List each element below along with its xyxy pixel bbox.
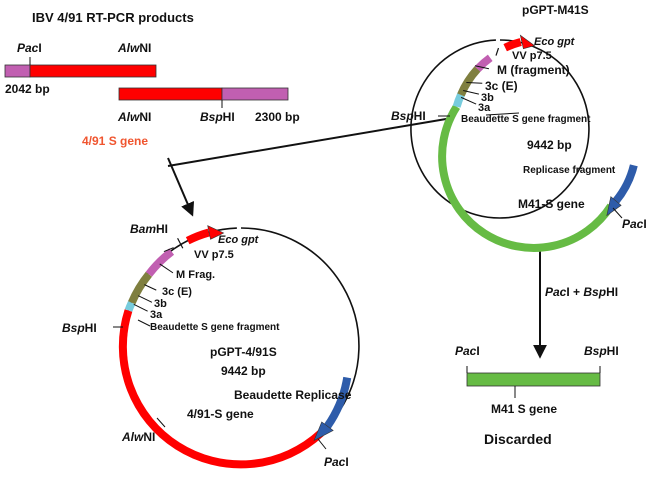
- p491-s-gene-label: 4/91-S gene: [187, 407, 254, 421]
- m41-3a-label: 3a: [478, 102, 491, 114]
- p491-bamhi-tick: [163, 247, 174, 253]
- m41-eco-gpt-arc: [503, 38, 522, 52]
- p491-accessory-arc: [128, 271, 153, 305]
- frag2-alwni-label: AlwNI: [117, 110, 151, 124]
- m41-m-leader: [474, 65, 490, 70]
- m41-eco-gpt-arrowhead: [519, 34, 536, 50]
- rtpcr-frag2-flank: [221, 87, 289, 101]
- p491-3c-leader: [144, 284, 157, 291]
- rtpcr-frag1-flank: [4, 64, 31, 78]
- rtpcr-section: IBV 4/91 RT-PCR products PacI AlwNI 2042…: [4, 10, 300, 148]
- digest-fragment-label: M41 S gene: [491, 402, 557, 416]
- frag1-paci-label: PacI: [17, 41, 42, 55]
- m41-s-gene-arc: [438, 104, 615, 252]
- m41-vv-label: VV p7.5: [512, 50, 552, 62]
- p491-vv-label: VV p7.5: [194, 249, 234, 261]
- m41-m-fragment-label: M (fragment): [497, 63, 570, 77]
- p491-beaudette-leader: [137, 319, 151, 327]
- p491-s-gene-arc: [118, 309, 324, 469]
- frag1-size: 2042 bp: [5, 82, 50, 96]
- frag1-alwni-label: AlwNI: [117, 41, 151, 55]
- p491-m-frag-arc: [145, 248, 175, 277]
- p491-bsphi-label: BspHI: [62, 321, 97, 335]
- p491-3c-label: 3c (E): [162, 286, 192, 298]
- p491-3b-leader: [138, 295, 153, 303]
- p491-eco-gpt-arrowhead: [207, 225, 225, 240]
- digest-paci-label: PacI: [455, 344, 480, 358]
- m41-3b-leader: [463, 89, 480, 95]
- p491-replicase-arrowhead: [313, 421, 334, 442]
- p491-vv-promoter-tick: [177, 237, 184, 249]
- p491-paci-label: PacI: [324, 455, 349, 469]
- m41-size-label: 9442 bp: [527, 138, 572, 152]
- frag2-size: 2300 bp: [255, 110, 300, 124]
- p491-alwni-label: AlwNI: [121, 430, 155, 444]
- p491-m-leader: [159, 263, 174, 274]
- m41-3a-leader: [460, 96, 477, 105]
- p491-3b-label: 3b: [154, 298, 167, 310]
- m41-s-fragment-bar: [466, 372, 601, 387]
- m41-beaudette-label: Beaudette S gene fragment: [461, 114, 591, 125]
- m41-s-gene-label: M41-S gene: [518, 197, 585, 211]
- p491-paci-tick: [317, 438, 327, 450]
- p491-3a-label: 3a: [150, 309, 163, 321]
- p491-beaudette-label: Beaudette S gene fragment: [150, 322, 280, 333]
- m41-m-fragment-arc: [474, 54, 493, 72]
- m41-beaudette-frag-arc: [452, 93, 465, 108]
- m41-plasmid-name: pGPT-M41S: [522, 3, 589, 17]
- p491-bamhi-label: BamHI: [130, 222, 168, 236]
- p491-eco-gpt-label: Eco gpt: [218, 234, 260, 246]
- p491-plasmid-name: pGPT-4/91S: [210, 345, 277, 359]
- p491-m-frag-label: M Frag.: [176, 269, 215, 281]
- rtpcr-title: IBV 4/91 RT-PCR products: [32, 10, 194, 25]
- m41-replicase-label: Replicase fragment: [523, 165, 616, 176]
- m41-3c-label: 3c (E): [485, 79, 518, 93]
- m41-bsphi-label: BspHI: [391, 109, 426, 123]
- digest-section: PacI + BspHI PacI BspHI M41 S gene Disca…: [455, 285, 619, 447]
- ligation-arrow: [167, 157, 195, 217]
- connector-line: [167, 117, 453, 167]
- rtpcr-frag2-body: [118, 87, 223, 101]
- digest-bsphi-label: BspHI: [584, 344, 619, 358]
- p491-replicase-label: Beaudette Replicase: [234, 388, 352, 402]
- m41-3b-label: 3b: [481, 92, 494, 104]
- m41-backbone: [410, 39, 590, 219]
- p491-size-label: 9442 bp: [221, 364, 266, 378]
- m41-replicase-arc: [612, 164, 638, 204]
- rtpcr-frag1-body: [29, 64, 157, 78]
- m41-vv-promoter-tick: [495, 47, 500, 56]
- digest-enzyme-label: PacI + BspHI: [545, 285, 618, 299]
- m41-paci-label: PacI: [622, 217, 647, 231]
- p491-replicase-arc: [324, 376, 352, 429]
- p491-beaudette-frag-arc: [124, 301, 136, 312]
- m41-eco-gpt-label: Eco gpt: [534, 36, 576, 48]
- m41-paci-tick: [612, 207, 623, 219]
- m41-3c-leader: [466, 81, 483, 84]
- m41-accessory-arc: [457, 66, 481, 97]
- m41-replicase-arrowhead: [606, 196, 622, 217]
- m41-plasmid: pGPT-M41S Eco gpt VV p7.5 M (fragment) 3…: [391, 3, 647, 252]
- m41-beaudette-leader: [485, 112, 520, 116]
- p491-eco-gpt-arc: [185, 228, 210, 245]
- p491-plasmid: BamHI Eco gpt VV p7.5 M Frag. 3c (E) 3b …: [62, 222, 360, 469]
- discarded-label: Discarded: [484, 431, 552, 447]
- s-gene-label: 4/91 S gene: [82, 134, 148, 148]
- p491-alwni-tick: [156, 417, 166, 428]
- p491-3a-leader: [133, 303, 148, 312]
- frag2-bsphi-label: BspHI: [200, 110, 235, 124]
